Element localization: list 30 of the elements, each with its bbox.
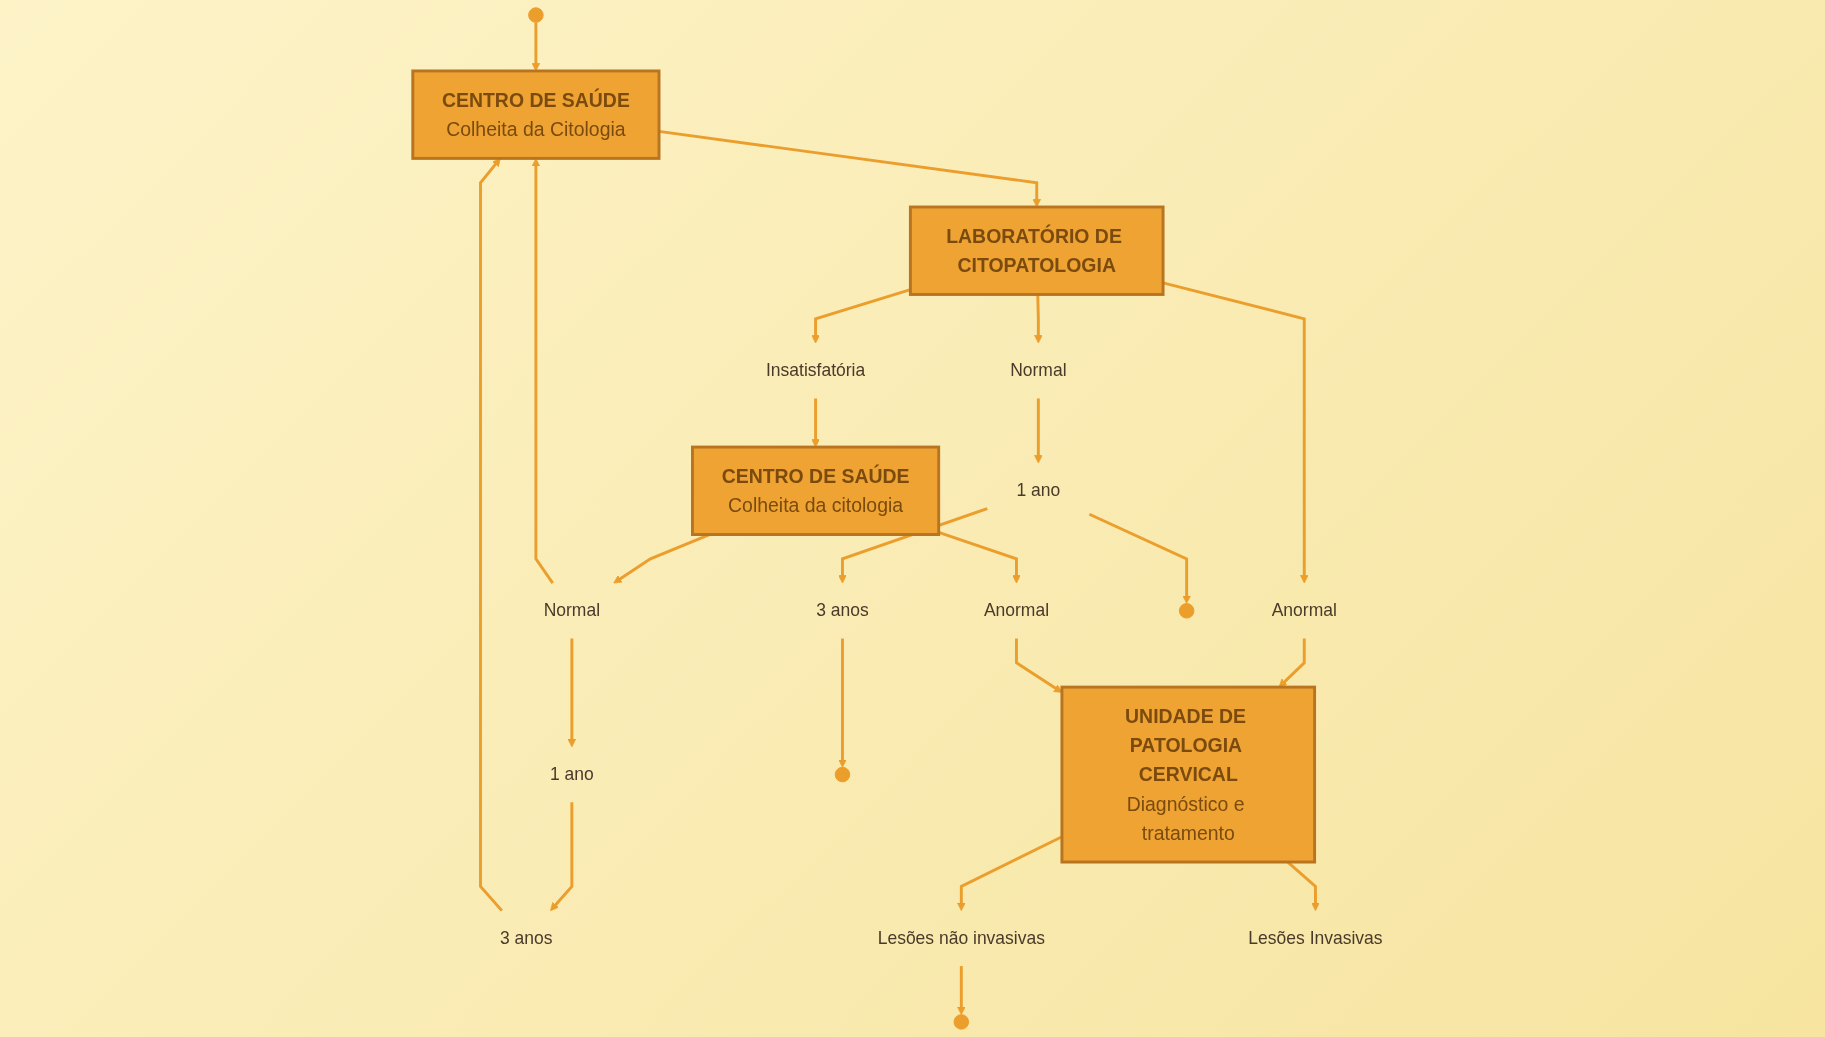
arrow xyxy=(1015,638,1063,693)
arrow xyxy=(1034,398,1043,464)
arrow xyxy=(957,966,966,1015)
arrow xyxy=(1034,294,1043,344)
arrow xyxy=(567,638,577,748)
arrow xyxy=(1278,638,1306,688)
text-label: 1 ano xyxy=(1016,480,1061,501)
arrow xyxy=(479,158,504,912)
text-label: 3 anos xyxy=(816,600,869,621)
text-label: Lesões não invasivas xyxy=(877,928,1046,948)
text-label: Anormal xyxy=(1271,600,1338,621)
arrow xyxy=(811,398,821,448)
arrow xyxy=(550,802,574,912)
text-label: Insatisfatória xyxy=(766,360,866,380)
process-box: CENTRO DE SAÚDE Colheita da Citologia xyxy=(411,69,661,160)
arrow xyxy=(1089,512,1192,604)
process-box: CENTRO DE SAÚDE Colheita da citologia xyxy=(691,445,941,536)
arrow xyxy=(838,638,847,768)
arrow xyxy=(659,129,1042,208)
text-label: Normal xyxy=(543,600,601,621)
text-label: 1 ano xyxy=(550,764,594,784)
arrow xyxy=(531,158,555,584)
arrow xyxy=(938,531,1021,584)
process-box: LABORATÓRIO DE CITOPATOLOGIA xyxy=(909,205,1165,296)
process-box: UNIDADE DE PATOLOGIA CERVICAL Diagnóstico e tratamento xyxy=(1060,685,1317,864)
arrow xyxy=(957,835,1063,912)
text-label: Normal xyxy=(1010,360,1067,380)
text-label: 3 anos xyxy=(500,928,553,948)
text-label: Anormal xyxy=(984,600,1050,621)
text-label: Lesões Invasivas xyxy=(1248,928,1383,948)
